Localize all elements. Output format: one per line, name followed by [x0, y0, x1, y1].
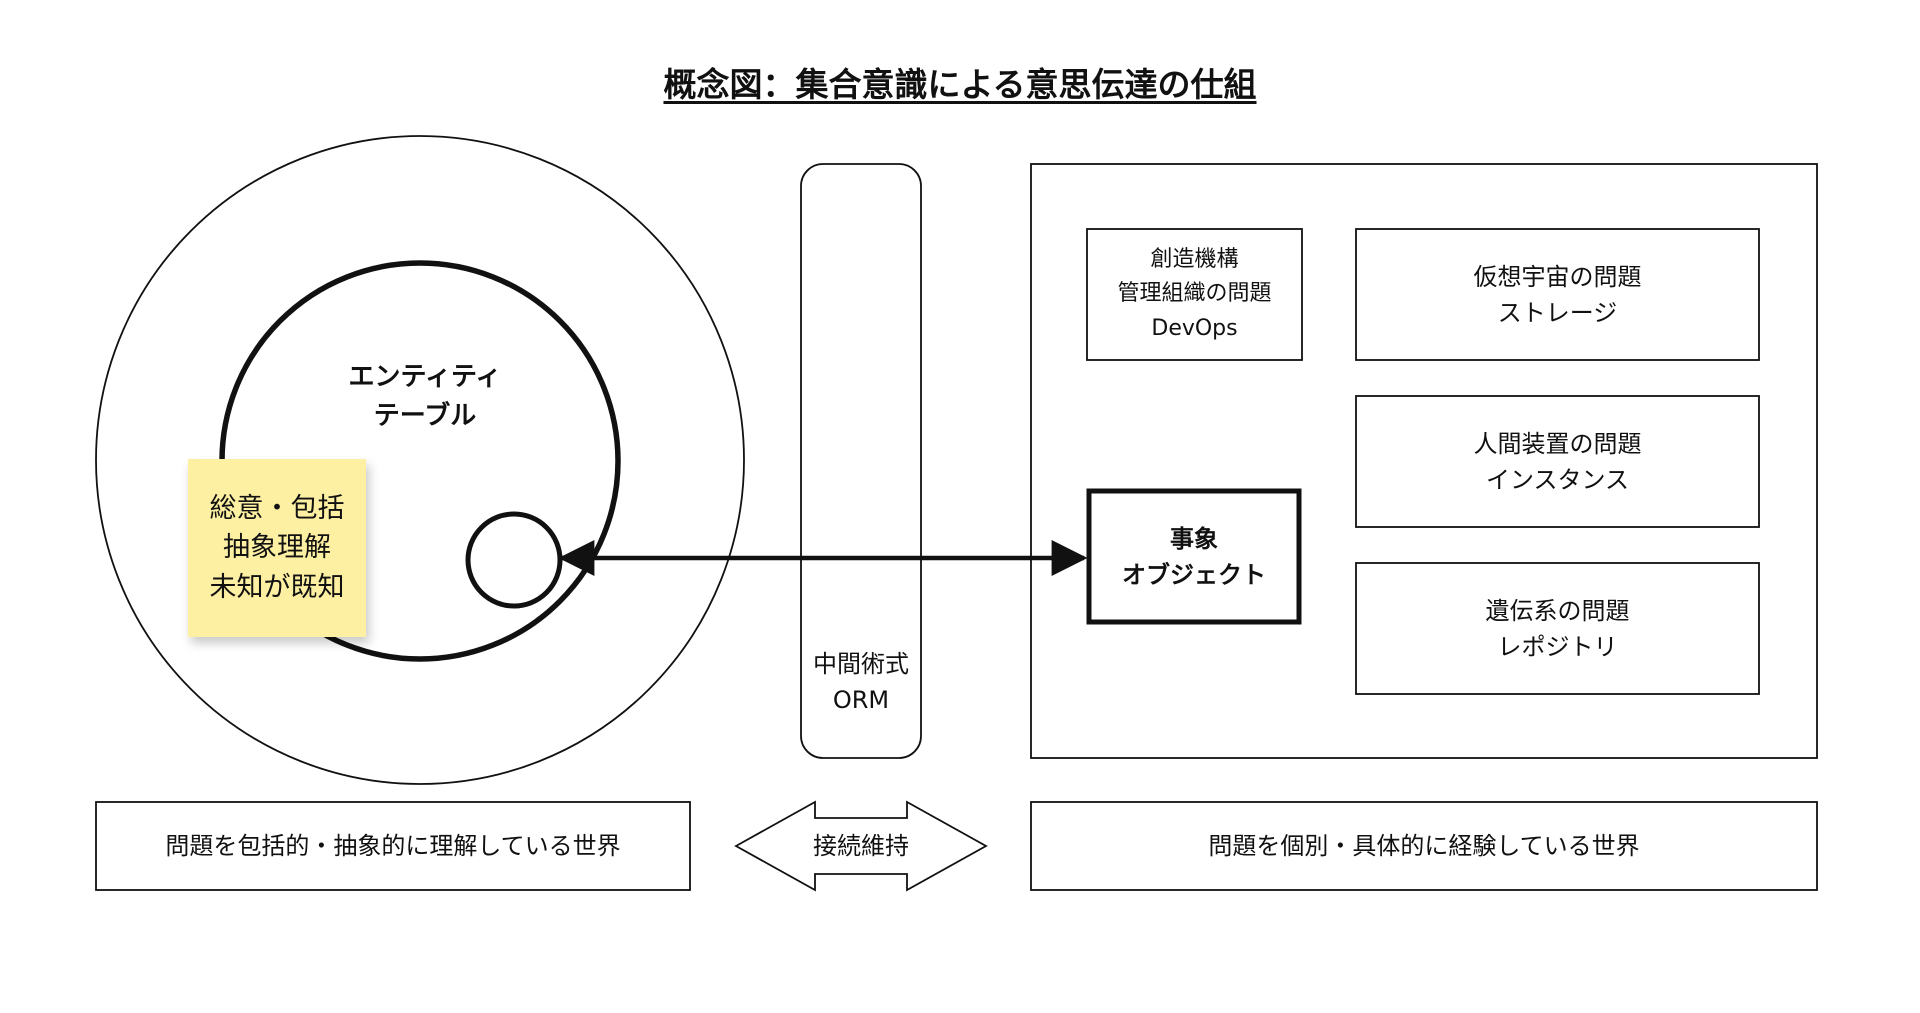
- box-storage-line: 仮想宇宙の問題: [1473, 262, 1642, 291]
- box-instance: 人間装置の問題 インスタンス: [1356, 396, 1759, 527]
- core-object-box: 事象 オブジェクト: [1089, 491, 1299, 622]
- sticky-note-line: 総意・包括: [209, 493, 345, 525]
- box-devops-line: 管理組織の問題: [1117, 281, 1272, 307]
- box-repository-frame: [1355, 562, 1760, 695]
- sticky-note: 総意・包括 抽象理解 未知が既知: [188, 459, 366, 637]
- box-instance-line: インスタンス: [1485, 465, 1630, 494]
- small-circle: [465, 511, 563, 609]
- page-title: 概念図：集合意識による意思伝達の仕組: [663, 65, 1257, 104]
- box-repository-line: レポジトリ: [1497, 632, 1618, 661]
- box-repository-line: 遺伝系の問題: [1485, 596, 1630, 625]
- box-repository: 遺伝系の問題 レポジトリ: [1356, 563, 1759, 694]
- right-world-frame: [1030, 163, 1818, 759]
- inner-circle-label: エンティティ テーブル: [320, 358, 530, 436]
- box-instance-frame: [1355, 395, 1760, 528]
- bottom-right-label: 問題を個別・具体的に経験している世界: [1208, 832, 1640, 860]
- orm-pillar: [800, 163, 922, 759]
- sticky-note-line: 未知が既知: [209, 571, 345, 603]
- outer-circle: [95, 135, 745, 785]
- orm-pillar-label-line: ORM: [832, 686, 890, 714]
- bottom-left-label: 問題を包括的・抽象的に理解している世界: [165, 832, 621, 860]
- bottom-right-frame: [1030, 801, 1818, 891]
- box-devops-frame: [1086, 228, 1303, 361]
- sticky-note-line: 抽象理解: [223, 532, 331, 564]
- inner-circle-label-line: エンティティ: [348, 362, 502, 392]
- box-instance-line: 人間装置の問題: [1473, 429, 1642, 458]
- box-storage: 仮想宇宙の問題 ストレージ: [1356, 229, 1759, 360]
- core-object-box-line: 事象: [1170, 524, 1218, 553]
- orm-pillar-label: 中間術式 ORM: [801, 646, 921, 718]
- connection-label: 接続維持: [813, 832, 909, 860]
- core-object-box-line: オブジェクト: [1122, 560, 1266, 589]
- orm-pillar-label-line: 中間術式: [813, 650, 909, 678]
- box-devops-line: 創造機構: [1150, 247, 1239, 273]
- box-devops: 創造機構 管理組織の問題 DevOps: [1087, 229, 1302, 360]
- core-box-frame: [1086, 488, 1302, 625]
- bottom-left-frame: [95, 801, 691, 891]
- box-devops-line: DevOps: [1151, 315, 1238, 341]
- box-storage-line: ストレージ: [1497, 298, 1618, 327]
- inner-circle-label-line: テーブル: [373, 401, 477, 431]
- connection-arrow-shape: [734, 800, 988, 892]
- box-storage-frame: [1355, 228, 1760, 361]
